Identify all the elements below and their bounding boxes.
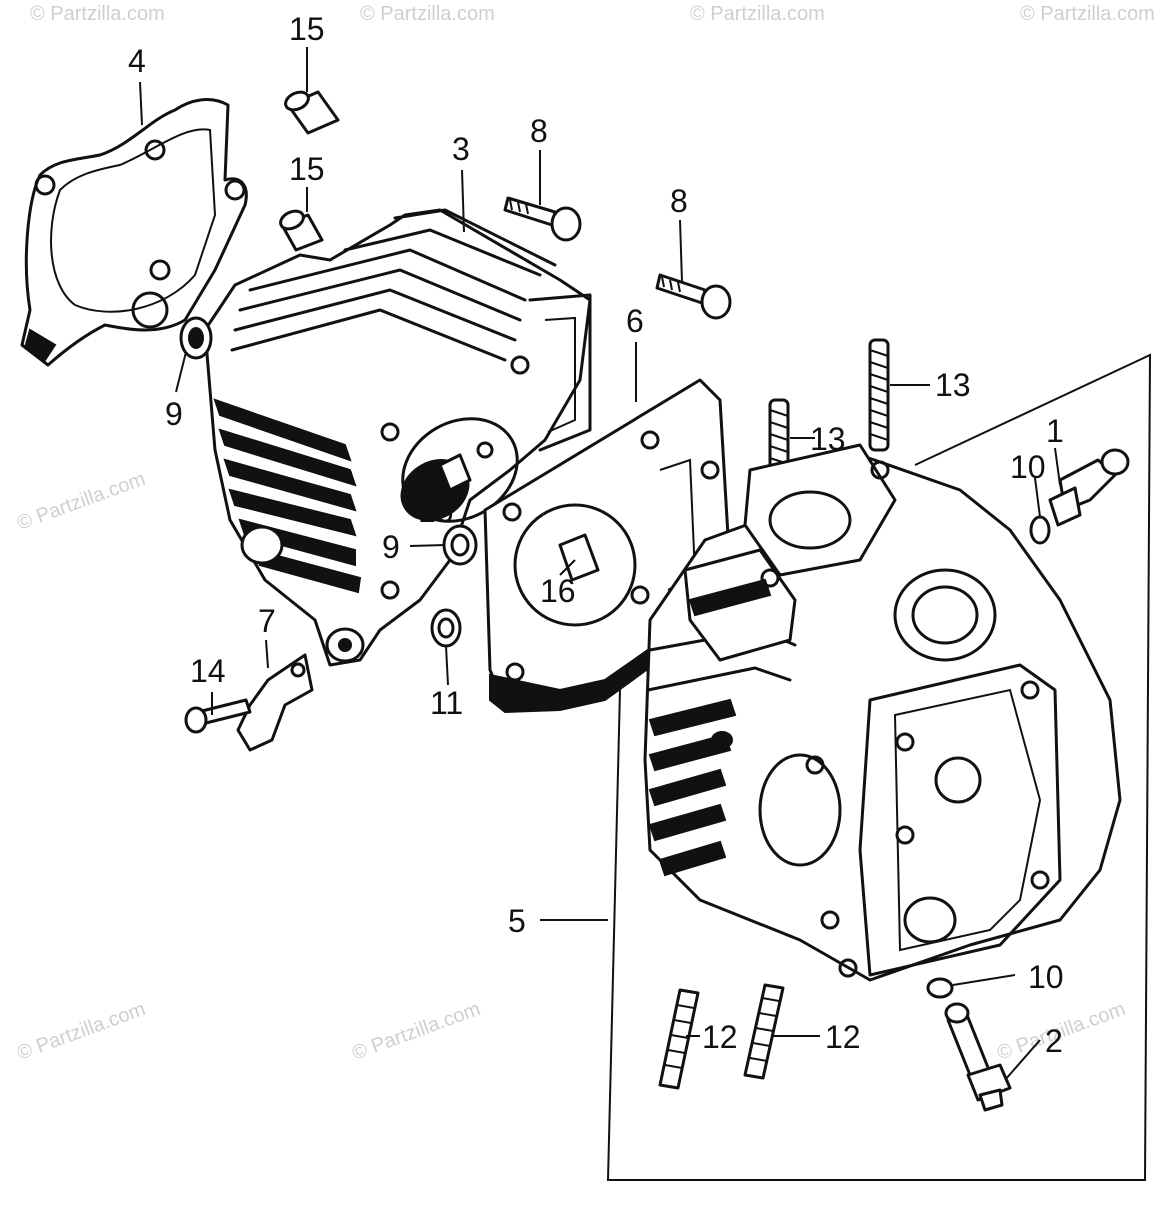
callout-13-right: 13 (935, 367, 971, 403)
watermark: © Partzilla.com (14, 998, 148, 1065)
callout-12-right: 12 (825, 1019, 861, 1055)
callout-9-lower: 9 (382, 529, 400, 565)
part-7-bracket (236, 653, 314, 752)
callout-10-upper: 10 (1010, 449, 1046, 485)
watermark: © Partzilla.com (1020, 3, 1155, 25)
part-14-bolt (184, 698, 252, 734)
part-10-oring-lower (926, 977, 954, 999)
watermark: © Partzilla.com (30, 3, 165, 25)
part-12-stud-left (658, 988, 700, 1090)
callout-11: 11 (430, 685, 463, 721)
callout-16-upper: 16 (418, 493, 454, 529)
callout-15-upper: 15 (289, 11, 325, 47)
callout-5: 5 (508, 903, 526, 939)
part-12-stud-right (743, 983, 785, 1080)
leader-lines (139, 47, 1061, 1081)
callout-labels: 1 2 3 4 5 6 7 8 8 9 9 10 10 11 12 12 13 … (128, 11, 1064, 1059)
part-5-cylinder-head (643, 443, 1122, 982)
watermark: © Partzilla.com (690, 3, 825, 25)
callout-3: 3 (452, 131, 470, 167)
callout-12-left: 12 (702, 1019, 738, 1055)
part-15-dowel-pin-upper (284, 90, 340, 135)
callout-8-upper: 8 (530, 113, 548, 149)
callout-2: 2 (1045, 1023, 1063, 1059)
assembly-boundary (606, 353, 1152, 1181)
callout-10-lower: 10 (1028, 959, 1064, 995)
callout-6: 6 (626, 303, 644, 339)
part-1-plug (1048, 448, 1130, 527)
part-11-seal (430, 608, 462, 648)
part-9-seal-lower (442, 524, 478, 566)
callout-14: 14 (190, 653, 226, 689)
part-15-dowel-pin-lower (279, 209, 324, 252)
callout-7: 7 (258, 603, 276, 639)
part-13-stud-right (868, 338, 890, 452)
callout-13-left: 13 (810, 421, 846, 457)
part-8-bolt-lower (655, 273, 732, 320)
callout-9-upper: 9 (165, 396, 183, 432)
callout-4: 4 (128, 43, 146, 79)
callout-15-lower: 15 (289, 151, 325, 187)
callout-1: 1 (1046, 413, 1064, 449)
watermark: © Partzilla.com (14, 468, 148, 535)
watermark: © Partzilla.com (349, 998, 483, 1065)
part-9-seal-upper (179, 316, 213, 360)
part-8-bolt-upper (503, 196, 582, 242)
callout-16-lower: 16 (540, 573, 576, 609)
part-4-gasket (20, 98, 248, 367)
part-10-oring-upper (1029, 515, 1051, 545)
part-2-plug (944, 1002, 1012, 1112)
watermark: © Partzilla.com (360, 3, 495, 25)
callout-8-lower: 8 (670, 183, 688, 219)
